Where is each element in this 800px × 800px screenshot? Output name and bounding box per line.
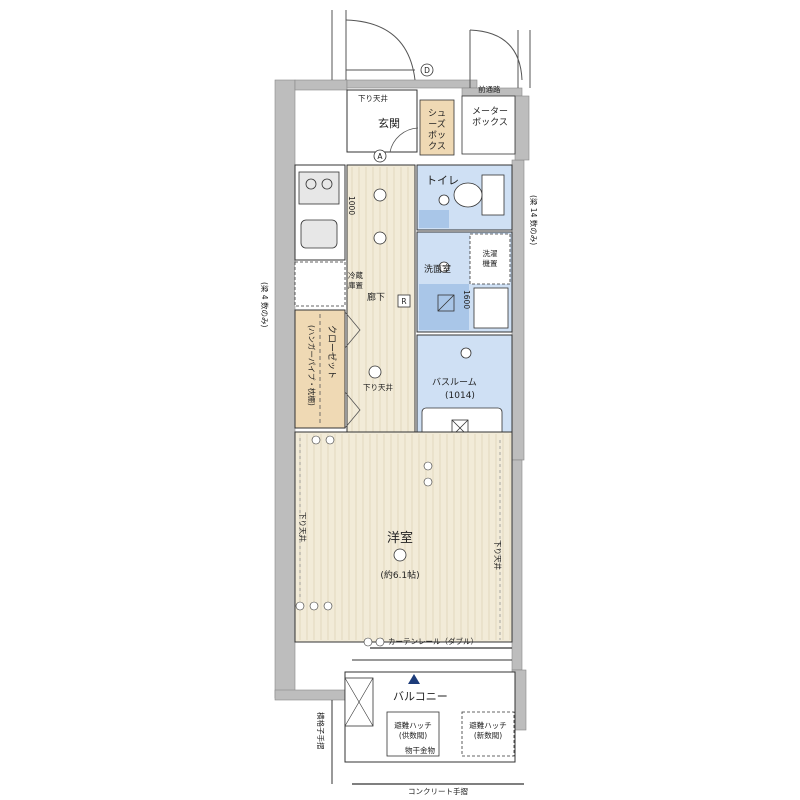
burner-1: [305, 178, 317, 190]
meter-box-label: メーター ボックス: [472, 106, 508, 128]
room-stripes: [299, 434, 511, 640]
toilet-floor-shade: [419, 210, 449, 228]
svg-text:(新数閥): (新数閥): [474, 730, 502, 740]
hatch-right-label: 避難ハッチ (新数閥): [469, 720, 507, 740]
room-ceiling-drop: [299, 438, 501, 640]
left-wall: [274, 79, 296, 699]
balcony-label: バルコニー: [393, 690, 448, 703]
svg-text:ボックス: ボックス: [472, 117, 508, 128]
closet-note-label: (ハンガーパイプ・枕棚): [307, 325, 317, 406]
outlet-icon: [295, 435, 433, 647]
vanity: [473, 287, 509, 329]
washroom-floor-shade: [419, 284, 469, 330]
fridge-label: 冷蔵 庫置: [348, 270, 363, 290]
svg-text:ボッ: ボッ: [428, 130, 446, 141]
drying-label: 物干金物: [405, 745, 435, 755]
western-room-label: 洋室: [387, 530, 413, 546]
svg-text:クス: クス: [428, 141, 446, 152]
compass-d-mark: D: [420, 63, 434, 77]
ceiling-drop-entrance-label: 下り天井: [358, 93, 388, 103]
svg-text:冷蔵: 冷蔵: [348, 270, 363, 280]
washer-label: 洗濯 機置: [483, 248, 498, 268]
corridor-label: 廊下: [367, 291, 385, 303]
svg-text:シュ: シュ: [428, 109, 446, 119]
r-mark: R: [397, 294, 411, 308]
top-wall-left: [294, 79, 348, 91]
hatch-left-label: 避難ハッチ (供数閥): [394, 720, 432, 740]
entrance-label: 玄関: [378, 116, 400, 130]
stove: [298, 171, 340, 205]
dim-left-label: (梁 4 数のみ): [260, 282, 270, 327]
bathroom-label: バスルーム: [432, 377, 477, 388]
dim-1600-label: 1600: [462, 290, 471, 309]
entrance-door-swing: [389, 127, 419, 153]
sink: [300, 219, 338, 249]
light-icon: [368, 188, 472, 562]
evacuation-hatch-left: [386, 711, 440, 757]
svg-text:避難ハッチ: 避難ハッチ: [469, 720, 507, 730]
lattice-handrail-label: 横格子手摺: [316, 712, 326, 750]
closet-label: クローゼット: [326, 325, 338, 379]
shoe-box: [419, 99, 455, 156]
structural-walls: [274, 79, 530, 731]
meter-box: [461, 95, 516, 155]
pillar-top-right: [514, 95, 530, 161]
closet-doors: [344, 311, 361, 429]
washer-space: [469, 233, 511, 285]
ceiling-drop-right-label: 下り天井: [493, 540, 503, 570]
svg-text:R: R: [401, 297, 406, 306]
svg-text:A: A: [377, 152, 383, 161]
curtain-rail-label: カーテンレール（ダブル）: [388, 636, 478, 646]
concrete-handrail-label: コンクリート手摺: [408, 786, 468, 796]
fridge-space: [294, 261, 346, 307]
shoe-box-label: シュ ーズ ボッ クス: [428, 109, 446, 152]
svg-text:洗濯: 洗濯: [483, 248, 498, 258]
right-wall-lower: [511, 459, 523, 671]
entrance-wall-top: [346, 79, 478, 89]
svg-text:(供数閥): (供数閥): [399, 730, 427, 740]
toilet-bowl: [453, 182, 483, 208]
bath-size-label: (1014): [445, 391, 475, 401]
svg-text:庫置: 庫置: [348, 280, 363, 290]
svg-text:ーズ: ーズ: [428, 118, 446, 130]
ceiling-drop-left-label: 下り天井: [298, 512, 308, 542]
svg-text:メーター: メーター: [472, 106, 508, 117]
pillar-bottom-left: [274, 689, 346, 701]
washroom-label: 洗面室: [424, 263, 451, 275]
room-size-label: (約6.1帖): [380, 569, 419, 581]
ceiling-drop-corridor-label: 下り天井: [363, 382, 393, 392]
svg-text:機置: 機置: [483, 258, 498, 268]
svg-text:避難ハッチ: 避難ハッチ: [394, 720, 432, 730]
closet: [294, 309, 346, 429]
dim-right-label: (梁 14 数のみ): [529, 195, 539, 245]
front-corridor-label: 前通路: [478, 84, 501, 94]
compass-a-mark: A: [373, 149, 387, 163]
exterior-lines: [331, 10, 531, 88]
svg-text:D: D: [424, 66, 430, 75]
toilet-tank: [481, 174, 505, 216]
evacuation-hatch-right: [461, 711, 515, 757]
mirror-box: [437, 294, 455, 312]
right-wall-upper: [511, 159, 525, 461]
arrow-up-icon: [408, 674, 420, 684]
toilet-label: トイレ: [426, 174, 459, 187]
burner-2: [321, 178, 333, 190]
dim-1000-label: 1000: [347, 196, 356, 215]
